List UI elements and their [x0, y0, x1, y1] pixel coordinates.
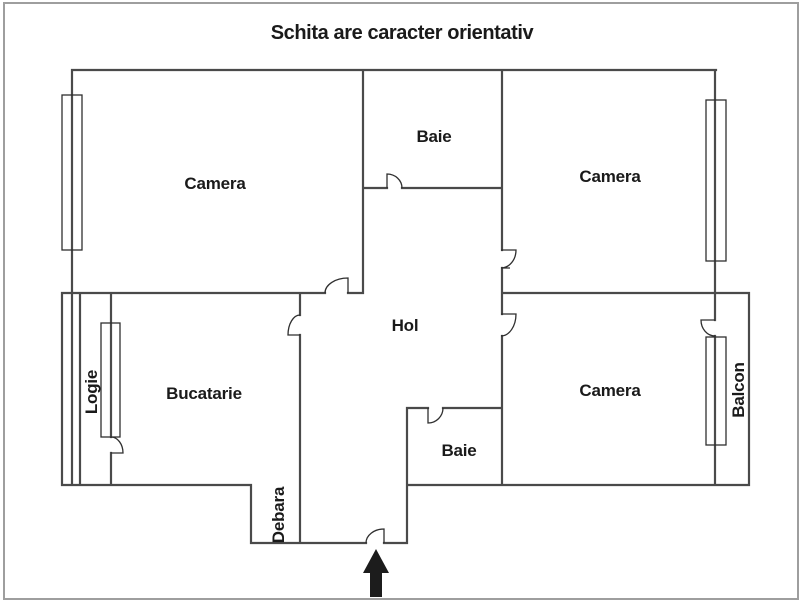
window-camera-top-left — [61, 94, 83, 251]
door-bucatarie — [287, 314, 301, 336]
room-label-balcon: Balcon — [729, 362, 748, 417]
room-label-baie-top: Baie — [416, 127, 451, 146]
page-title: Schita are caracter orientativ — [271, 22, 535, 44]
door-baie-top — [386, 173, 403, 189]
window-bucatarie — [100, 322, 121, 438]
plan-outer-border — [3, 2, 799, 600]
room-label-baie-bottom: Baie — [441, 441, 476, 460]
door-camera-top-left — [324, 277, 349, 294]
room-label-camera-top-left: Camera — [184, 174, 246, 193]
door-entrance — [365, 528, 385, 544]
room-label-logie: Logie — [82, 370, 101, 414]
door-balcon — [700, 319, 716, 337]
walls — [60, 68, 751, 545]
door-camera-top-right — [500, 249, 517, 269]
room-label-debara: Debara — [269, 486, 288, 543]
room-label-hol: Hol — [392, 316, 419, 335]
door-baie-bottom — [427, 407, 444, 424]
room-label-bucatarie: Bucatarie — [166, 384, 242, 403]
window-camera-top-right — [705, 99, 727, 262]
room-label-camera-bottom-right: Camera — [579, 381, 641, 400]
window-balcon — [705, 336, 727, 446]
entrance-arrow-icon — [363, 549, 389, 597]
door-camera-bottom-right — [500, 313, 517, 337]
room-label-camera-top-right: Camera — [579, 167, 641, 186]
door-logie — [110, 436, 124, 454]
